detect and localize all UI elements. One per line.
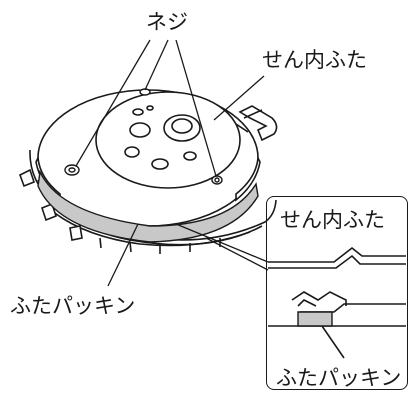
label-lid-gasket: ふたパッキン xyxy=(10,294,136,318)
inset-gasket-fill xyxy=(297,311,333,327)
label-inner-lid: せん内ふた xyxy=(262,48,367,72)
screws xyxy=(64,88,223,185)
label-screws: ネジ xyxy=(146,10,188,34)
lid-gasket-band xyxy=(37,169,259,243)
inset-cross-section xyxy=(268,246,406,359)
inset-frame xyxy=(266,196,408,390)
leader-lines xyxy=(75,39,269,287)
lid-handle xyxy=(235,105,278,142)
label-inset-lid-gasket: ふたパッキン xyxy=(276,366,402,390)
label-inset-inner-lid: せん内ふた xyxy=(280,208,385,232)
inner-lid xyxy=(95,91,241,189)
